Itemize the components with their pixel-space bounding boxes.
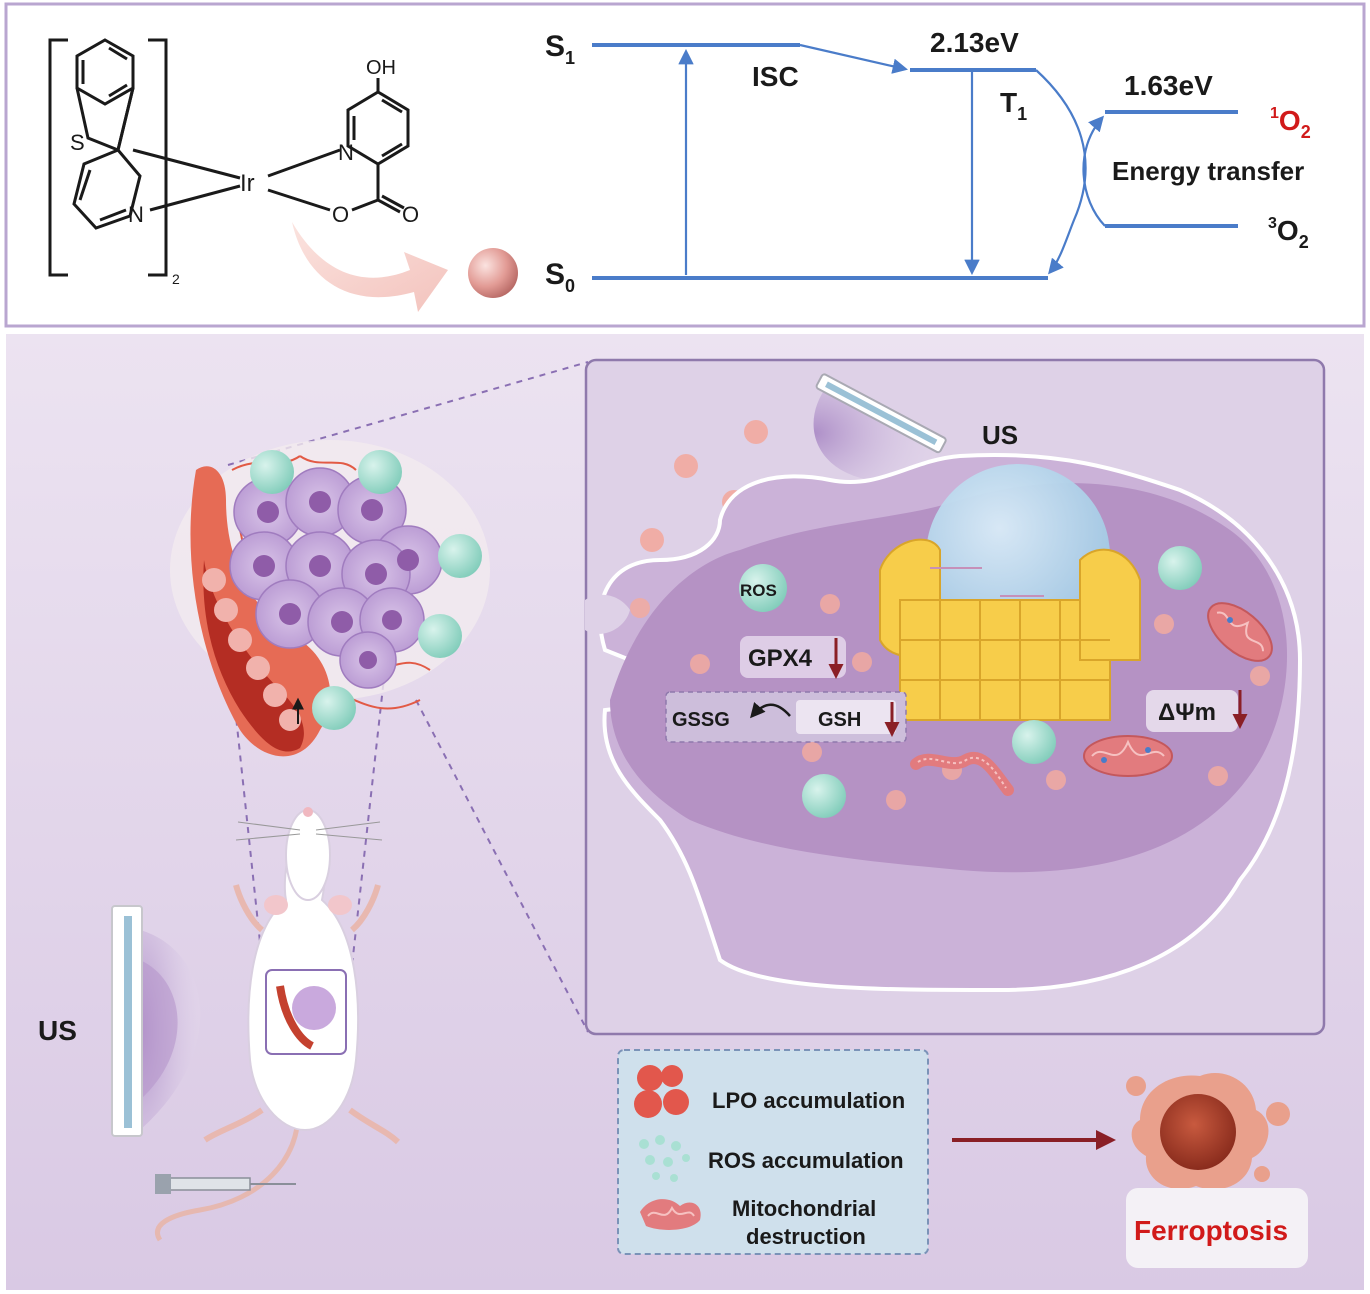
delta-psi-badge (1146, 690, 1238, 732)
s1-label: S1 (545, 30, 575, 68)
legend-ros-label: ROS accumulation (708, 1148, 904, 1173)
atom-ir-label: Ir (240, 170, 255, 197)
gsh-label: GSH (818, 709, 861, 731)
energy-transfer-label: Energy transfer (1112, 156, 1304, 186)
legend-mito-line2: destruction (746, 1224, 866, 1249)
gpx4-badge (740, 636, 846, 678)
legend-lpo-label: LPO accumulation (712, 1088, 905, 1113)
pink-curved-arrow-icon (292, 222, 448, 312)
cell-teal-particles (802, 546, 1202, 818)
isc-label: ISC (752, 61, 799, 92)
bracket-subscript: 2 (172, 271, 180, 287)
tumor-illustration (170, 440, 490, 757)
tumor-cells (229, 467, 443, 689)
golgi-apparatus (879, 538, 1141, 721)
gsh-to-gssg-arrow-icon (750, 702, 791, 719)
red-blood-cells (202, 568, 301, 731)
atom-oh-label: OH (366, 57, 396, 79)
destroyed-mitochondria-icon (640, 1199, 701, 1230)
s0-label: S0 (545, 258, 575, 296)
mouse-illustration (155, 807, 401, 1242)
legend-mito-line1: Mitochondrial (732, 1196, 876, 1221)
us-transducer-left (111, 905, 201, 1137)
o2-energy-label: 1.63eV (1124, 70, 1213, 101)
syringe-icon (155, 1174, 296, 1194)
us-label-left: US (38, 1015, 77, 1046)
isc-arrow (799, 43, 909, 74)
ferroptosis-badge (1126, 1188, 1308, 1268)
ferroptotic-cell-icon (1126, 1073, 1290, 1190)
mitochondria (910, 602, 1273, 796)
atom-o2-label: O (402, 202, 419, 227)
ros-particle (739, 564, 787, 612)
t1-energy-label: 2.13eV (930, 27, 1019, 58)
nanoparticle-icon (468, 248, 518, 298)
us-transducer-cell (813, 373, 947, 482)
us-label-cell: US (982, 420, 1018, 450)
energy-diagram (592, 43, 1238, 280)
atom-n2-label: N (338, 140, 354, 165)
singlet-oxygen-label: 1O2 (1270, 105, 1311, 142)
ferroptosis-label: Ferroptosis (1134, 1215, 1288, 1246)
t1-return-arrow (1035, 69, 1087, 275)
energy-transfer-arrow (1082, 115, 1106, 227)
atom-n1-label: N (128, 202, 144, 227)
gpx4-label: GPX4 (748, 645, 813, 672)
gssg-label: GSSG (672, 709, 730, 731)
gsh-badge (796, 700, 896, 734)
t1-label: T1 (1000, 87, 1027, 124)
ros-label: ROS (740, 581, 777, 600)
delta-psi-label: ΔΨm (1158, 699, 1216, 726)
lpo-icon (634, 1065, 689, 1118)
teal-nanoparticles (250, 450, 482, 730)
triplet-oxygen-label: 3O2 (1268, 215, 1309, 252)
ros-dots-icon (639, 1135, 690, 1182)
atom-s-label: S (70, 130, 85, 155)
atom-o1-label: O (332, 202, 349, 227)
iridium-complex-structure (48, 38, 410, 277)
legend-box (617, 1049, 929, 1255)
